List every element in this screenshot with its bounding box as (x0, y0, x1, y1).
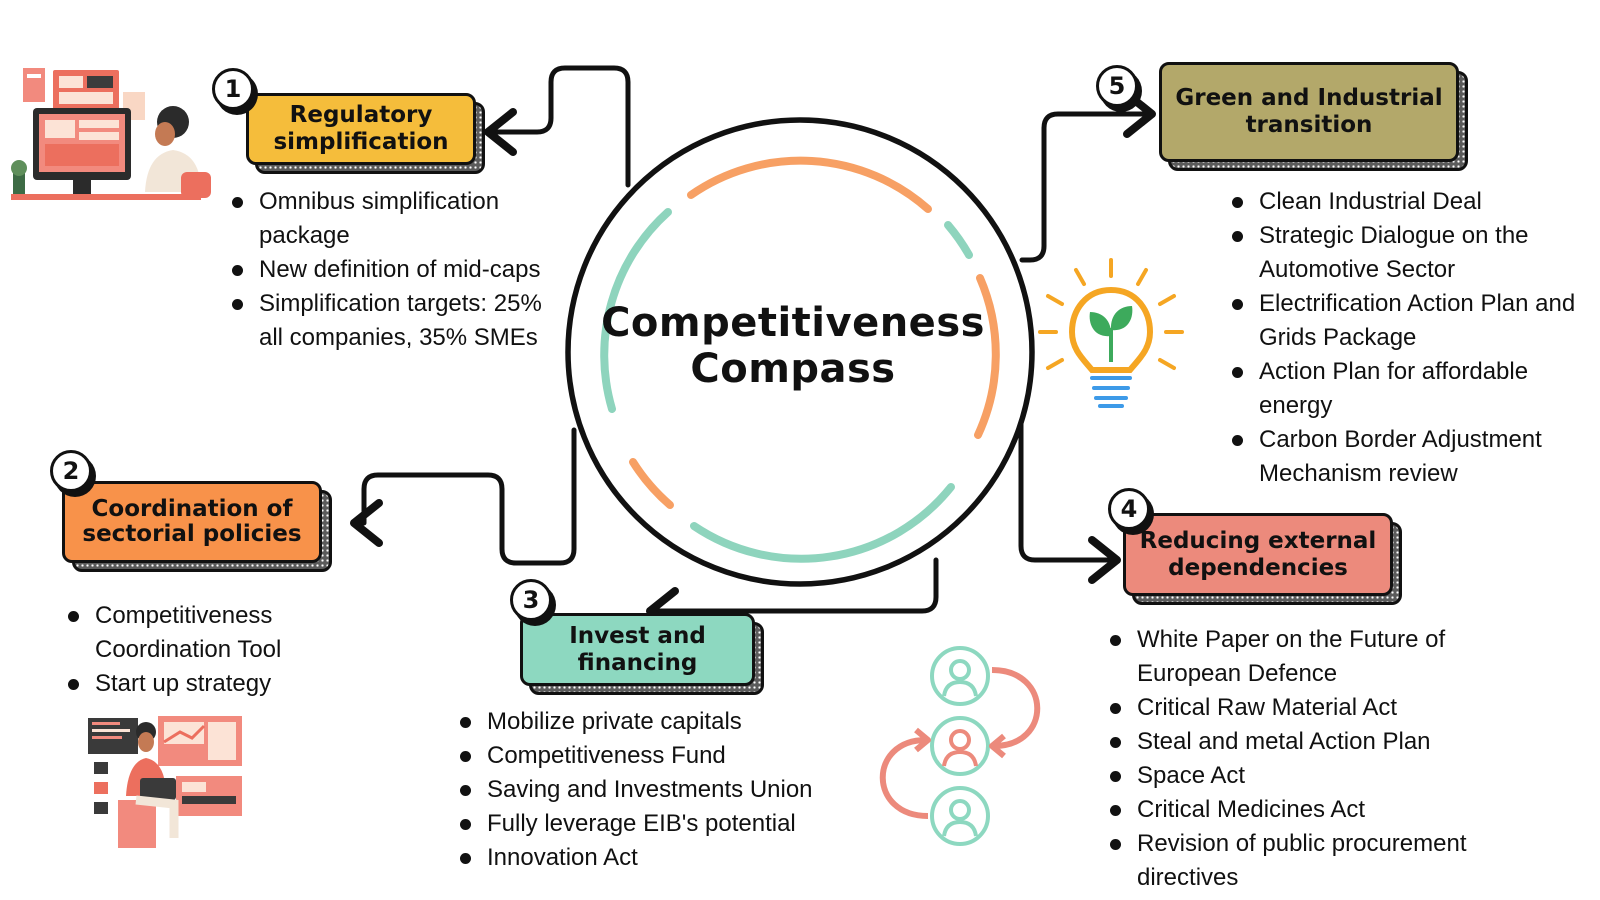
arc-left-teal (600, 208, 672, 413)
section-4-badge: 4 (1108, 488, 1150, 530)
list-item: Revision of public procurement directive… (1108, 827, 1528, 895)
section-4-box: Reducing external dependencies (1123, 513, 1393, 596)
list-item: New definition of mid-caps (230, 253, 550, 287)
section-2-box: Coordination of sectorial policies (62, 481, 322, 563)
list-item: Steal and metal Action Plan (1108, 725, 1528, 759)
section-3-title: Invest and financing (569, 622, 706, 676)
section-4-title: Reducing external dependencies (1139, 527, 1377, 581)
arc-top-orange (687, 156, 932, 213)
connector-lines (350, 65, 1156, 635)
compass-inner-arcs (600, 156, 1000, 563)
section-3-number: 3 (522, 586, 540, 614)
section-5-number: 5 (1108, 72, 1126, 100)
arc-bottom-left-orange (629, 458, 674, 509)
compass-ring (565, 117, 1035, 587)
list-item: Omnibus simplification package (230, 185, 550, 253)
list-item: White Paper on the Future of European De… (1108, 623, 1528, 691)
list-item: Mobilize private capitals (458, 705, 858, 739)
connector-to-section-4 (1018, 417, 1121, 584)
section-2-number: 2 (62, 457, 80, 485)
section-1-number: 1 (224, 75, 242, 103)
center-title: Competitiveness Compass (563, 300, 1023, 392)
section-5-box: Green and Industrial transition (1159, 62, 1459, 162)
list-item: Space Act (1108, 759, 1528, 793)
section-4-number: 4 (1120, 495, 1138, 523)
list-item: Innovation Act (458, 841, 858, 875)
list-item: Electrification Action Plan and Grids Pa… (1230, 287, 1595, 355)
list-item: Competitiveness Coordination Tool (66, 599, 326, 667)
section-1-title: Regulatory simplification (273, 102, 449, 155)
section-3-badge: 3 (510, 579, 552, 621)
center-title-line1: Competitiveness (601, 300, 985, 346)
list-item: Critical Raw Material Act (1108, 691, 1528, 725)
list-item: Fully leverage EIB's potential (458, 807, 858, 841)
lightbulb-plant-icon (1038, 258, 1184, 408)
section-5-list: Clean Industrial Deal Strategic Dialogue… (1230, 185, 1595, 491)
section-3-box: Invest and financing (520, 613, 755, 686)
connector-to-section-3 (646, 557, 939, 635)
center-title-line2: Compass (690, 346, 896, 392)
connector-to-section-1 (484, 65, 631, 188)
section-2-list: Competitiveness Coordination Tool Start … (66, 599, 326, 701)
section-1-badge: 1 (212, 68, 254, 110)
section-5-title: Green and Industrial transition (1175, 85, 1443, 138)
section-2-badge: 2 (50, 450, 92, 492)
people-exchange-icon (879, 646, 1041, 846)
man-with-laptop-illustration (88, 716, 242, 848)
list-item: Saving and Investments Union (458, 773, 858, 807)
section-1-list: Omnibus simplification package New defin… (230, 185, 550, 355)
section-4-list: White Paper on the Future of European De… (1108, 623, 1528, 895)
section-2-title: Coordination of sectorial policies (82, 496, 302, 547)
list-item: Clean Industrial Deal (1230, 185, 1595, 219)
connector-to-section-5 (1019, 90, 1156, 263)
list-item: Action Plan for affordable energy (1230, 355, 1595, 423)
list-item: Start up strategy (66, 667, 326, 701)
section-3-list: Mobilize private capitals Competitivenes… (458, 705, 858, 875)
section-1-box: Regulatory simplification (246, 93, 476, 165)
list-item: Critical Medicines Act (1108, 793, 1528, 827)
arc-bottom-teal (690, 483, 955, 563)
list-item: Competitiveness Fund (458, 739, 858, 773)
woman-at-computer-illustration (11, 68, 211, 200)
list-item: Carbon Border Adjustment Mechanism revie… (1230, 423, 1595, 491)
section-5-badge: 5 (1096, 65, 1138, 107)
connector-to-section-2 (350, 427, 577, 566)
list-item: Strategic Dialogue on the Automotive Sec… (1230, 219, 1595, 287)
arc-right-orange (974, 274, 1000, 439)
arc-top-right-teal (944, 221, 973, 259)
list-item: Simplification targets: 25% all companie… (230, 287, 550, 355)
